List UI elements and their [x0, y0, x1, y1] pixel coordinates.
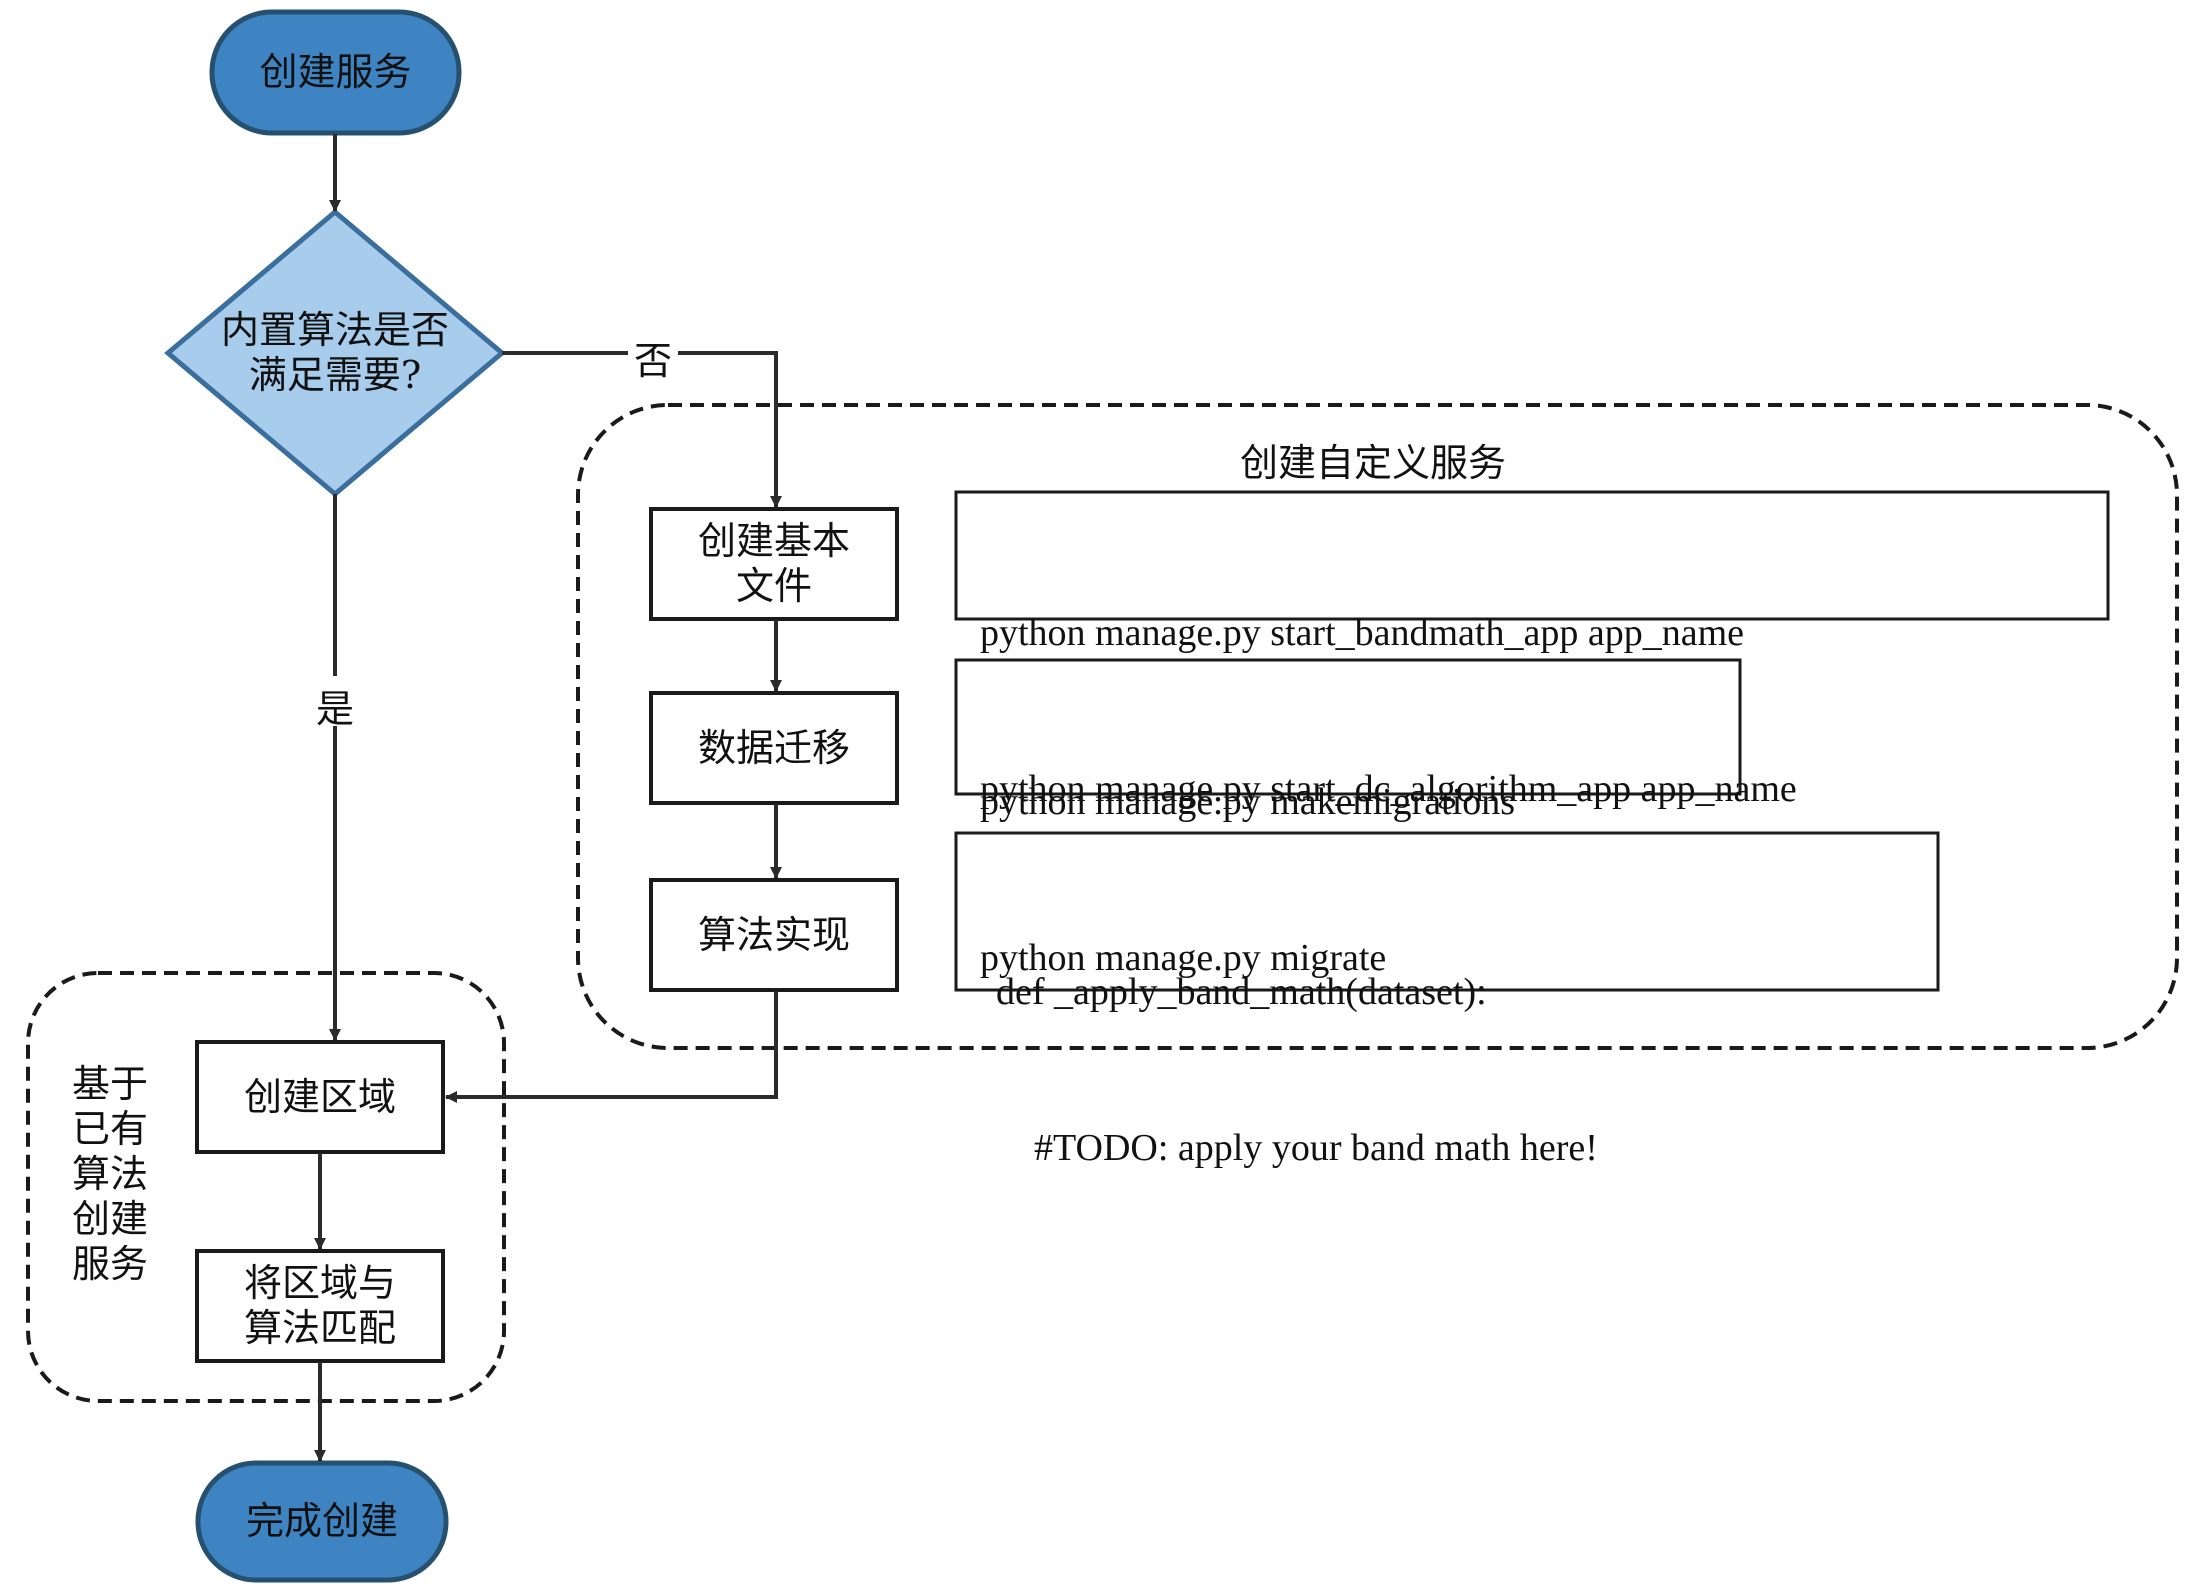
basic-files-line-1: 创建基本 — [697, 519, 850, 564]
start-label: 创建服务 — [259, 50, 412, 95]
code-line: python manage.py makemigrations — [980, 781, 1516, 823]
custom-group-title: 创建自定义服务 — [1240, 441, 1507, 485]
existing-group-title: 基于 已有 算法 创建 服务 — [72, 1062, 148, 1287]
edge-label-yes: 是 — [316, 687, 355, 731]
edge-impl-to-region — [445, 991, 778, 1103]
migration-label: 数据迁移 — [697, 725, 850, 770]
match-label: 将区域与 算法匹配 — [197, 1251, 443, 1361]
code-box-migration — [954, 658, 1742, 796]
existing-title-line-4: 创建 — [72, 1197, 149, 1241]
existing-title-line-2: 已有 — [72, 1107, 149, 1151]
process-migration — [649, 691, 899, 805]
edge-label-no: 否 — [634, 339, 673, 383]
match-line-2: 算法匹配 — [243, 1306, 396, 1350]
code-basic-files: python manage.py start_bandmath_app app_… — [980, 503, 1797, 867]
process-basic-files — [649, 507, 899, 621]
code-box-algorithm-impl — [954, 831, 1940, 992]
code-line: python manage.py migrate — [980, 937, 1387, 979]
algorithm-impl-label: 算法实现 — [697, 912, 850, 957]
custom-service-group — [576, 403, 2179, 1050]
code-line: python manage.py start_dc_algorithm_app … — [980, 768, 1797, 810]
decision-line-1: 内置算法是否 — [220, 308, 449, 353]
no-label-bg — [628, 328, 678, 378]
existing-title-line-3: 算法 — [72, 1152, 149, 1196]
decision-label: 内置算法是否 满足需要? — [168, 302, 502, 404]
end-label: 完成创建 — [245, 1499, 398, 1544]
code-migration: python manage.py makemigrations python m… — [980, 672, 1515, 1036]
end-terminal — [195, 1460, 449, 1583]
existing-title-line-5: 服务 — [72, 1242, 149, 1286]
code-box-basic-files — [954, 490, 2110, 621]
yes-label-bg — [310, 676, 360, 726]
basic-files-line-2: 文件 — [735, 564, 812, 608]
decision-line-2: 满足需要? — [248, 353, 422, 397]
edge-decision-no — [502, 351, 782, 508]
create-region-label: 创建区域 — [243, 1074, 396, 1119]
existing-title-line-1: 基于 — [72, 1062, 149, 1106]
code-line: def _apply_band_math(dataset): — [996, 971, 1487, 1013]
process-create-region — [195, 1040, 445, 1154]
code-line: #TODO: apply your band math here! — [996, 1127, 1598, 1169]
code-algorithm-impl: def _apply_band_math(dataset): #TODO: ap… — [996, 862, 1598, 1226]
process-algorithm-impl — [649, 878, 899, 992]
process-match — [195, 1249, 445, 1363]
basic-files-label: 创建基本 文件 — [651, 509, 897, 619]
start-terminal — [209, 9, 462, 136]
code-line: python manage.py start_bandmath_app app_… — [980, 612, 1745, 654]
match-line-1: 将区域与 — [243, 1261, 396, 1306]
existing-algorithm-group — [26, 971, 506, 1403]
